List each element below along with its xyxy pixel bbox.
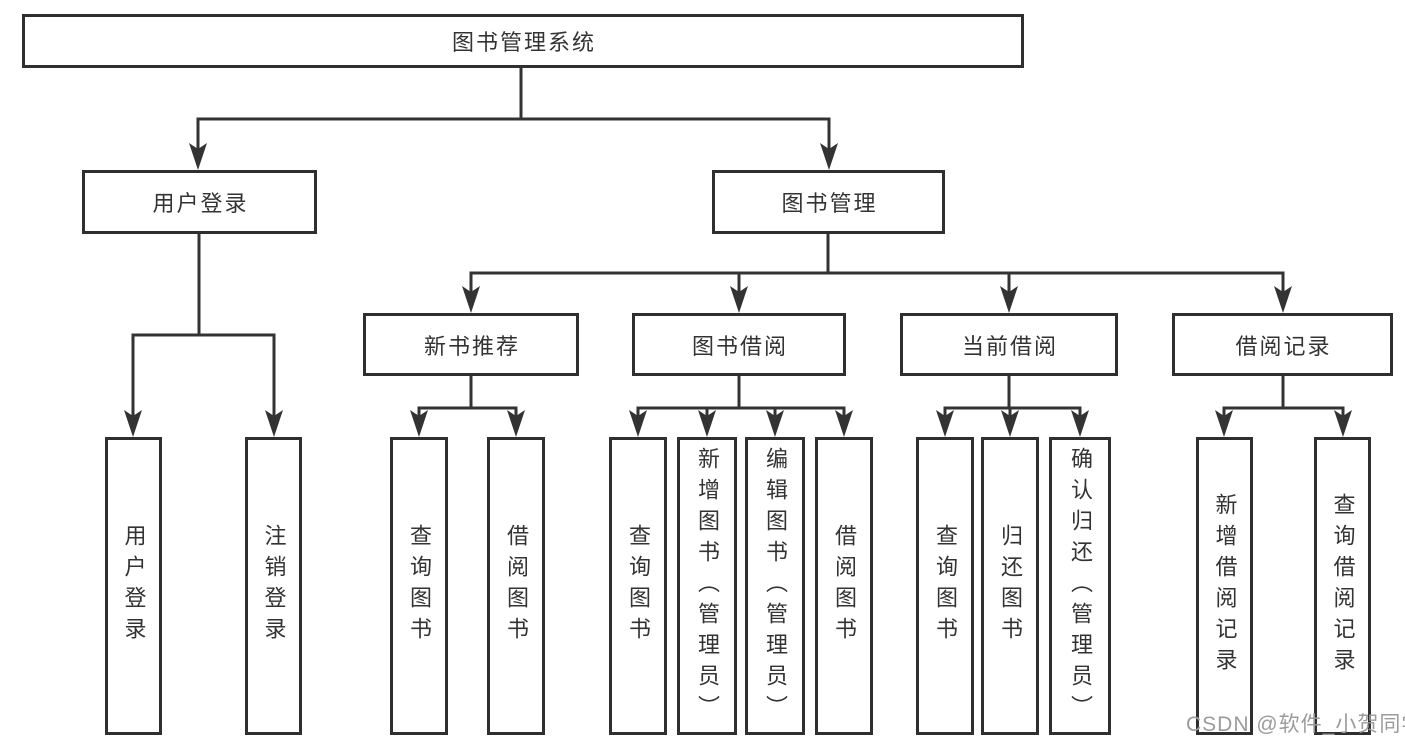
node-book-borrowing: 图书借阅	[632, 313, 846, 376]
node-label: 查询图书	[407, 524, 432, 648]
arrowhead-icon	[124, 410, 142, 437]
node-label: 新增借阅记录	[1212, 493, 1238, 679]
arrowhead-icon	[265, 410, 283, 437]
leaf-bb-borrow-book: 借阅图书	[815, 437, 873, 735]
node-new-book-recommend: 新书推荐	[363, 313, 579, 376]
arrowhead-icon	[766, 410, 784, 437]
arrowhead-icon	[1000, 286, 1018, 313]
leaf-logout: 注销登录	[245, 437, 302, 735]
node-label: 图书管理系统	[451, 30, 596, 55]
node-user-login: 用户登录	[82, 170, 317, 234]
node-label: 用户登录	[121, 524, 147, 648]
arrowhead-icon	[1215, 410, 1233, 437]
leaf-nbr-borrow-book: 借阅图书	[487, 437, 545, 735]
arrowhead-icon	[1071, 410, 1089, 437]
arrowhead-icon	[507, 410, 525, 437]
arrowhead-icon	[1001, 410, 1019, 437]
arrowhead-icon	[698, 410, 716, 437]
arrowhead-icon	[936, 410, 954, 437]
node-label: 借阅图书	[504, 524, 529, 648]
arrowhead-icon	[1274, 286, 1292, 313]
arrowhead-icon	[835, 410, 853, 437]
node-borrowing-records: 借阅记录	[1172, 313, 1393, 376]
node-label: 图书管理	[781, 191, 878, 216]
node-label: 新书推荐	[423, 333, 520, 359]
leaf-cb-return-book: 归还图书	[981, 437, 1039, 735]
node-label: 编辑图书（管理员）	[763, 446, 788, 726]
node-label: 注销登录	[261, 524, 287, 648]
arrowhead-icon	[730, 286, 748, 313]
node-label: 当前借阅	[961, 333, 1058, 359]
node-label: 新增图书（管理员）	[695, 446, 720, 726]
arrowhead-icon	[189, 143, 207, 170]
leaf-nbr-query-book: 查询图书	[390, 437, 448, 735]
node-label: 归还图书	[998, 524, 1023, 648]
leaf-cb-query-book: 查询图书	[916, 437, 974, 735]
arrowhead-icon	[462, 286, 480, 313]
leaf-br-add-borrow-record: 新增借阅记录	[1196, 437, 1253, 735]
arrowhead-icon	[820, 143, 838, 170]
arrowhead-icon	[1334, 410, 1352, 437]
leaf-bb-query-book: 查询图书	[609, 437, 667, 735]
arrowhead-icon	[629, 410, 647, 437]
leaf-cb-confirm-return-admin: 确认归还（管理员）	[1049, 437, 1111, 735]
leaf-br-query-borrow-record: 查询借阅记录	[1314, 437, 1371, 735]
node-current-borrowing: 当前借阅	[900, 313, 1118, 376]
leaf-bb-edit-book-admin: 编辑图书（管理员）	[745, 437, 805, 735]
node-library-management-system: 图书管理系统	[22, 14, 1024, 68]
arrowhead-icon	[410, 410, 428, 437]
node-label: 查询图书	[933, 524, 958, 648]
node-label: 确认归还（管理员）	[1068, 446, 1093, 726]
node-label: 查询图书	[626, 524, 651, 648]
leaf-bb-add-book-admin: 新增图书（管理员）	[677, 437, 737, 735]
node-book-management: 图书管理	[712, 170, 945, 234]
node-label: 图书借阅	[691, 333, 788, 359]
leaf-user-login: 用户登录	[105, 437, 162, 735]
node-label: 查询借阅记录	[1330, 493, 1356, 679]
node-label: 用户登录	[152, 191, 249, 216]
node-label: 借阅图书	[832, 524, 857, 648]
node-label: 借阅记录	[1235, 333, 1332, 359]
